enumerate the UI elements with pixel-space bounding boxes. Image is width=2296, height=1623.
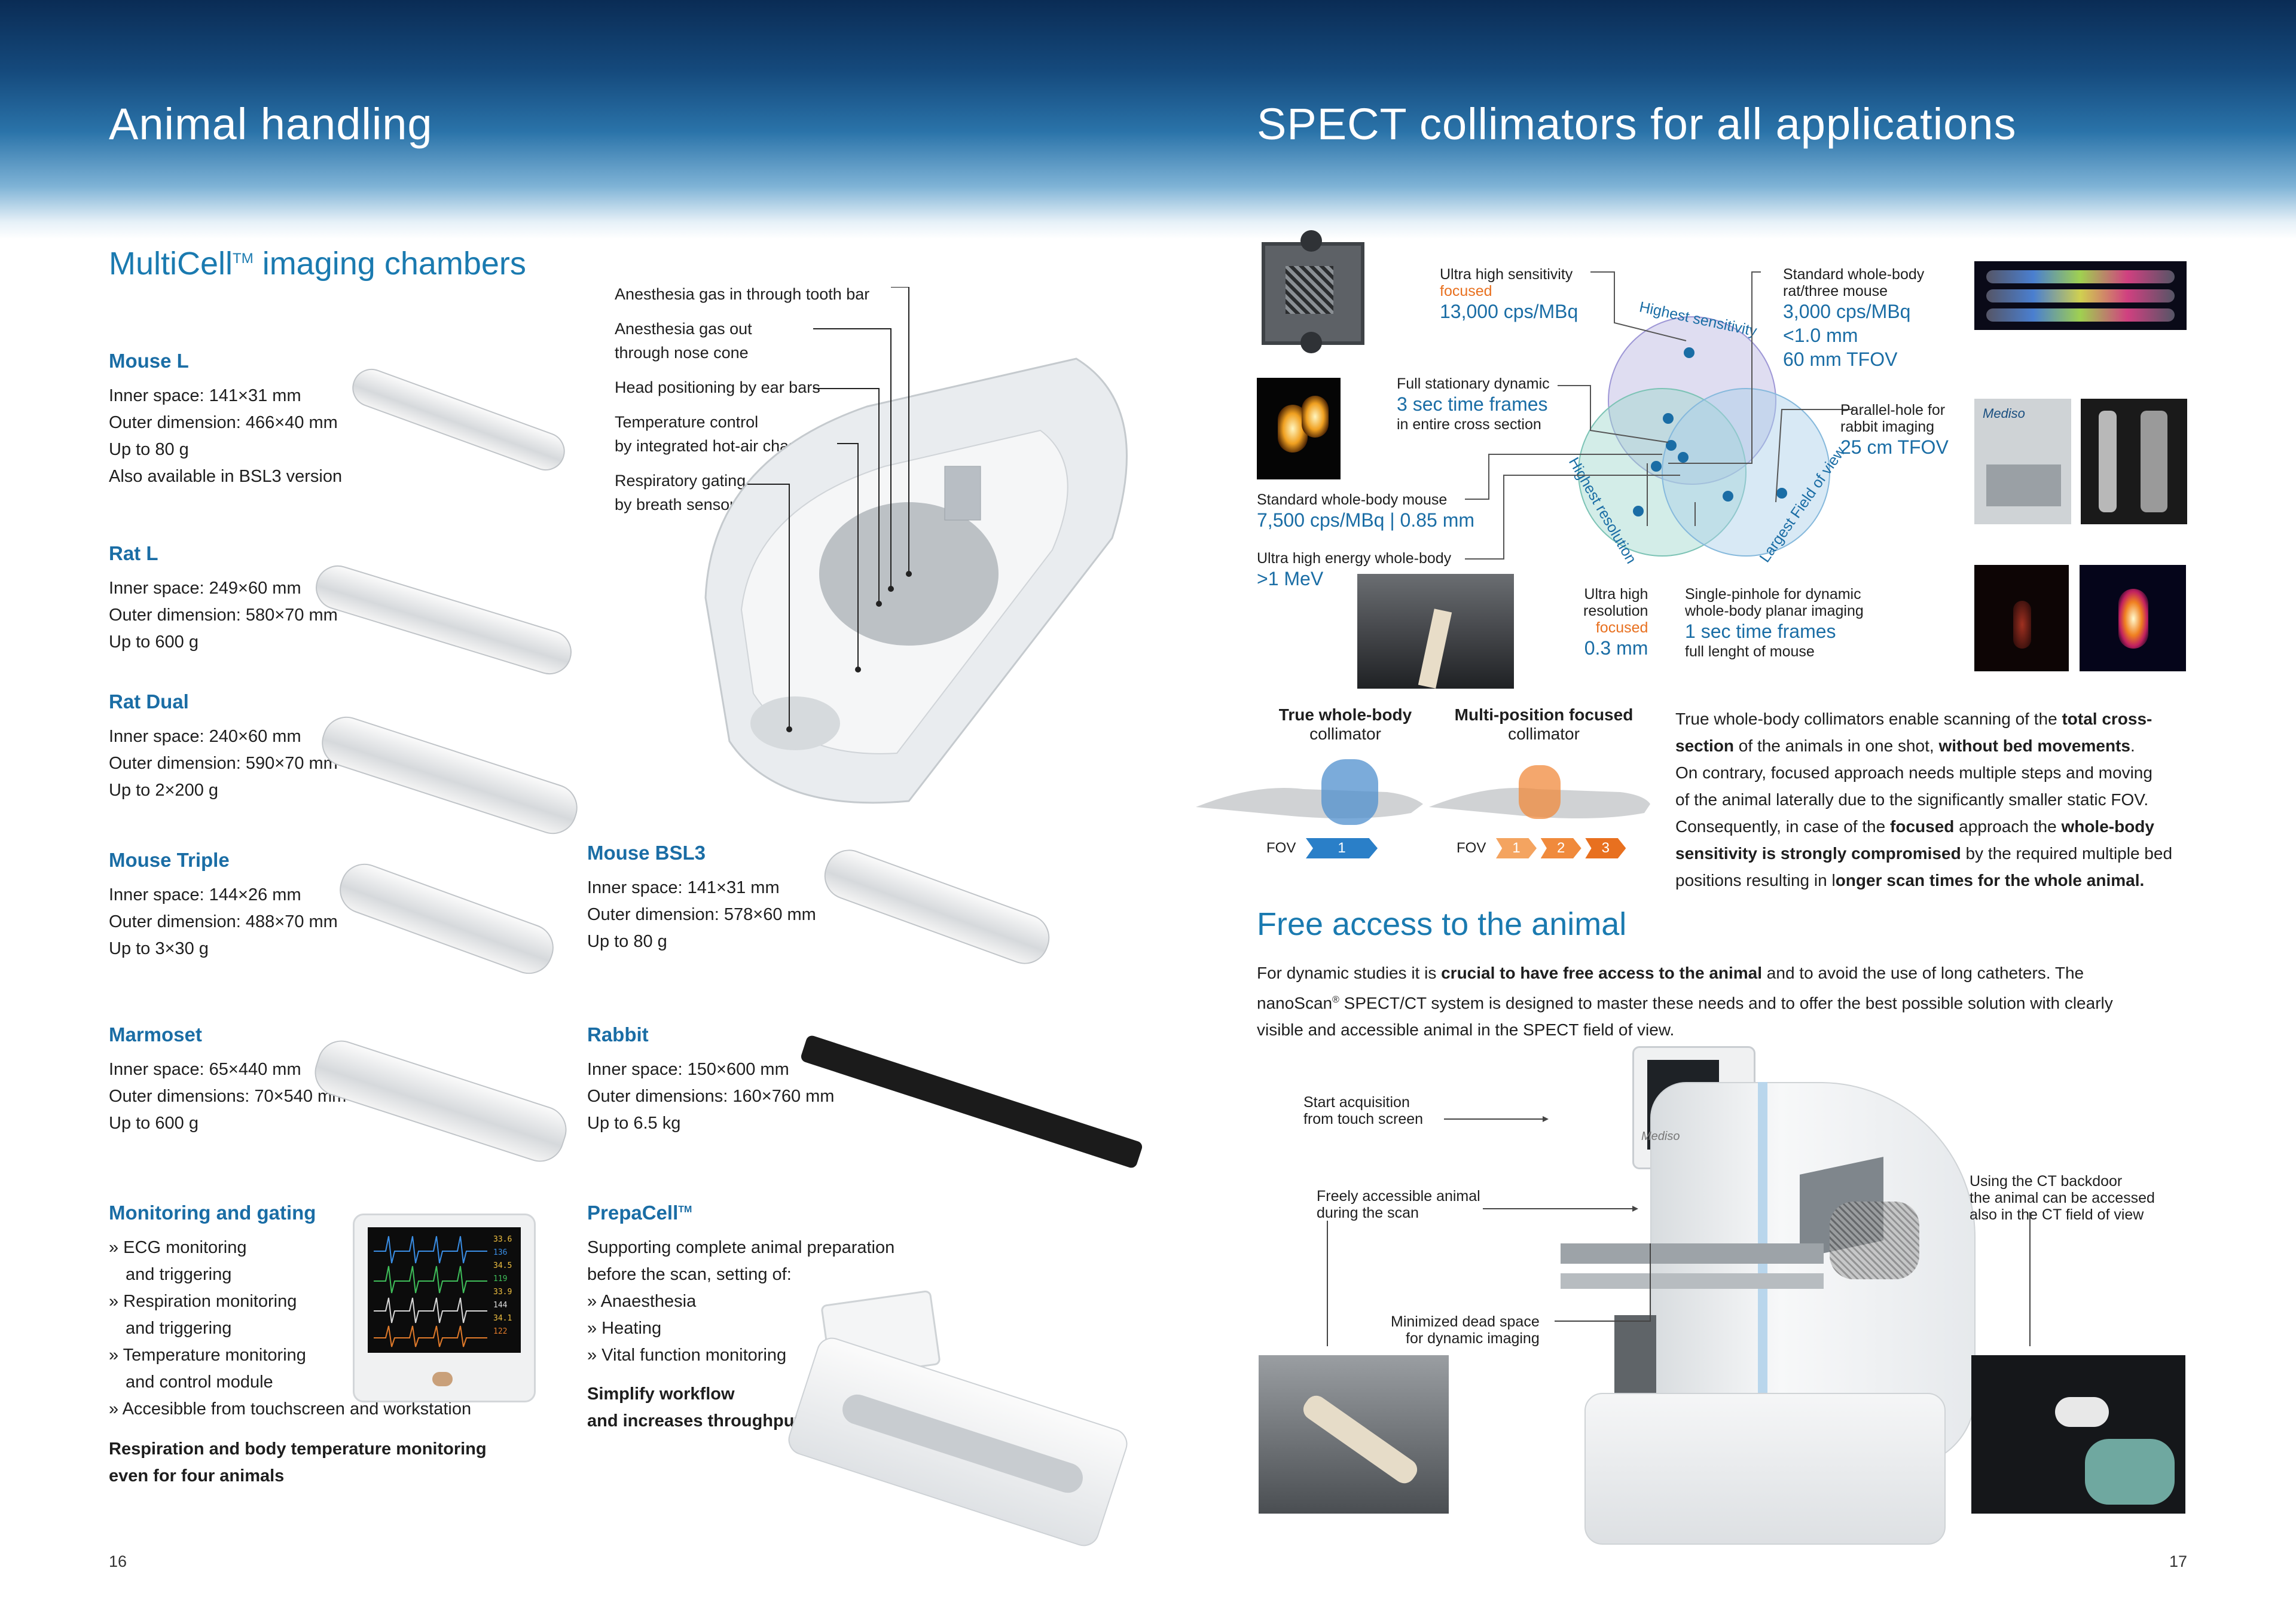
accessible-animal-photo (1259, 1355, 1449, 1514)
monitoring-title: Monitoring and gating (109, 1202, 316, 1224)
mouse-bsl3-chamber-image (817, 843, 1057, 971)
multi-fov-region (1519, 765, 1561, 819)
chamber-annotations: Anesthesia gas in through tooth bar Anes… (615, 285, 870, 514)
mouse-l-chamber-image (347, 363, 570, 476)
planar-image-1 (1974, 565, 2069, 671)
free-access-title: Free access to the animal (1257, 906, 1627, 942)
nanoscan-scanner-illustration: Mediso (1561, 1046, 1976, 1572)
label-parallel-hole: Parallel-hole for rabbit imaging 25 cm T… (1840, 402, 1949, 458)
page-number-left: 16 (109, 1552, 127, 1570)
collimator-venn-diagram (1578, 316, 1830, 557)
rat-dual-chamber-image (315, 710, 584, 840)
product-name-mouse-triple: Mouse Triple (109, 849, 230, 871)
page-number-right: 17 (2169, 1552, 2188, 1570)
label-full-stationary: Full stationary dynamic 3 sec time frame… (1397, 375, 1550, 433)
label-ultra-resolution: Ultra high resolution focused 0.3 mm (1583, 586, 1648, 659)
comparison-text: True whole-body collimators enable scann… (1675, 710, 2173, 890)
rabbit-imaging-photo: Mediso (1974, 399, 2071, 524)
collimator-image (1253, 230, 1369, 353)
chamber-cutaway-illustration (704, 287, 1128, 804)
product-name-mouse-bsl3: Mouse BSL3 (587, 842, 706, 864)
rabbit-chamber-image (799, 1034, 1144, 1170)
dynamic-spect-image (1257, 378, 1341, 479)
right-page-title: SPECT collimators for all applications (1257, 99, 2017, 149)
header-banner (0, 0, 2296, 239)
ct-backdoor-photo (1971, 1355, 2185, 1514)
label-standard-mouse: Standard whole-body mouse 7,500 cps/MBq … (1257, 491, 1475, 531)
true-whole-body-label: True whole-body collimator (1278, 705, 1412, 743)
left-page-title: Animal handling (109, 99, 433, 149)
comparison-illustration (1196, 759, 1650, 825)
ultra-energy-image (1357, 574, 1514, 689)
product-name-marmoset: Marmoset (109, 1023, 202, 1046)
true-wb-fov-row: FOV 1 (1266, 838, 1378, 858)
prepacell-title: PrepaCellTM (587, 1202, 692, 1224)
prepacell-image (759, 1279, 1132, 1566)
venn-circle-sensitivity (1608, 316, 1776, 485)
planar-image-2 (2080, 565, 2186, 671)
product-name-mouse-l: Mouse L (109, 350, 189, 372)
rabbit-ct-image (2081, 399, 2187, 524)
whole-body-rat-image (1974, 261, 2187, 330)
product-name-rat-l: Rat L (109, 542, 158, 564)
mouse-triple-chamber-image (332, 857, 561, 981)
rat-l-chamber-image (310, 560, 578, 680)
product-name-rat-dual: Rat Dual (109, 690, 189, 713)
marmoset-chamber-image (309, 1034, 573, 1168)
label-ultra-high-sensitivity: Ultra high sensitivity focused 13,000 cp… (1440, 266, 1578, 322)
venn-circle-fov (1662, 388, 1830, 557)
label-standard-rat: Standard whole-body rat/three mouse 3,00… (1783, 266, 1925, 370)
label-ultra-energy: Ultra high energy whole-body >1 MeV (1257, 550, 1452, 589)
multi-position-label: Multi-position focused collimator (1454, 705, 1634, 743)
multi-fov-row: FOV 1 2 3 (1457, 838, 1626, 858)
product-name-rabbit: Rabbit (587, 1023, 649, 1046)
monitoring-bold-note: Respiration and body temperature monitor… (109, 1439, 487, 1486)
vital-waveforms (374, 1236, 487, 1347)
collimator-connector-lines (1465, 271, 1854, 560)
true-wb-fov-region (1321, 759, 1378, 825)
multicell-section-title: MultiCellTM imaging chambers (109, 246, 526, 282)
free-access-paragraph: For dynamic studies it is crucial to hav… (1257, 964, 2113, 1040)
label-single-pinhole: Single-pinhole for dynamic whole-body pl… (1685, 586, 1864, 660)
scanner-callout-lines (1327, 1116, 2031, 1346)
